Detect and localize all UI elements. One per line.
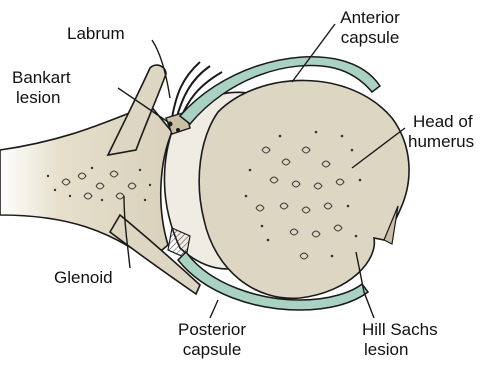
label-head-line1: Head of <box>413 112 473 131</box>
humeral-head <box>199 80 409 298</box>
label-posterior-line2: capsule <box>162 340 262 359</box>
label-bankart-line1: Bankart <box>12 68 71 87</box>
label-head-line2: humerus <box>408 132 474 151</box>
label-anterior-line1: Anterior <box>330 8 410 27</box>
label-hillsachs-line1: Hill Sachs <box>362 320 438 339</box>
label-bankart-line2: lesion <box>16 88 60 107</box>
label-hillsachs-line2: lesion <box>364 340 408 359</box>
label-posterior-line1: Posterior <box>162 320 262 339</box>
label-anterior-line2: capsule <box>330 28 410 47</box>
label-labrum: Labrum <box>67 24 125 43</box>
label-glenoid: Glenoid <box>54 268 113 287</box>
